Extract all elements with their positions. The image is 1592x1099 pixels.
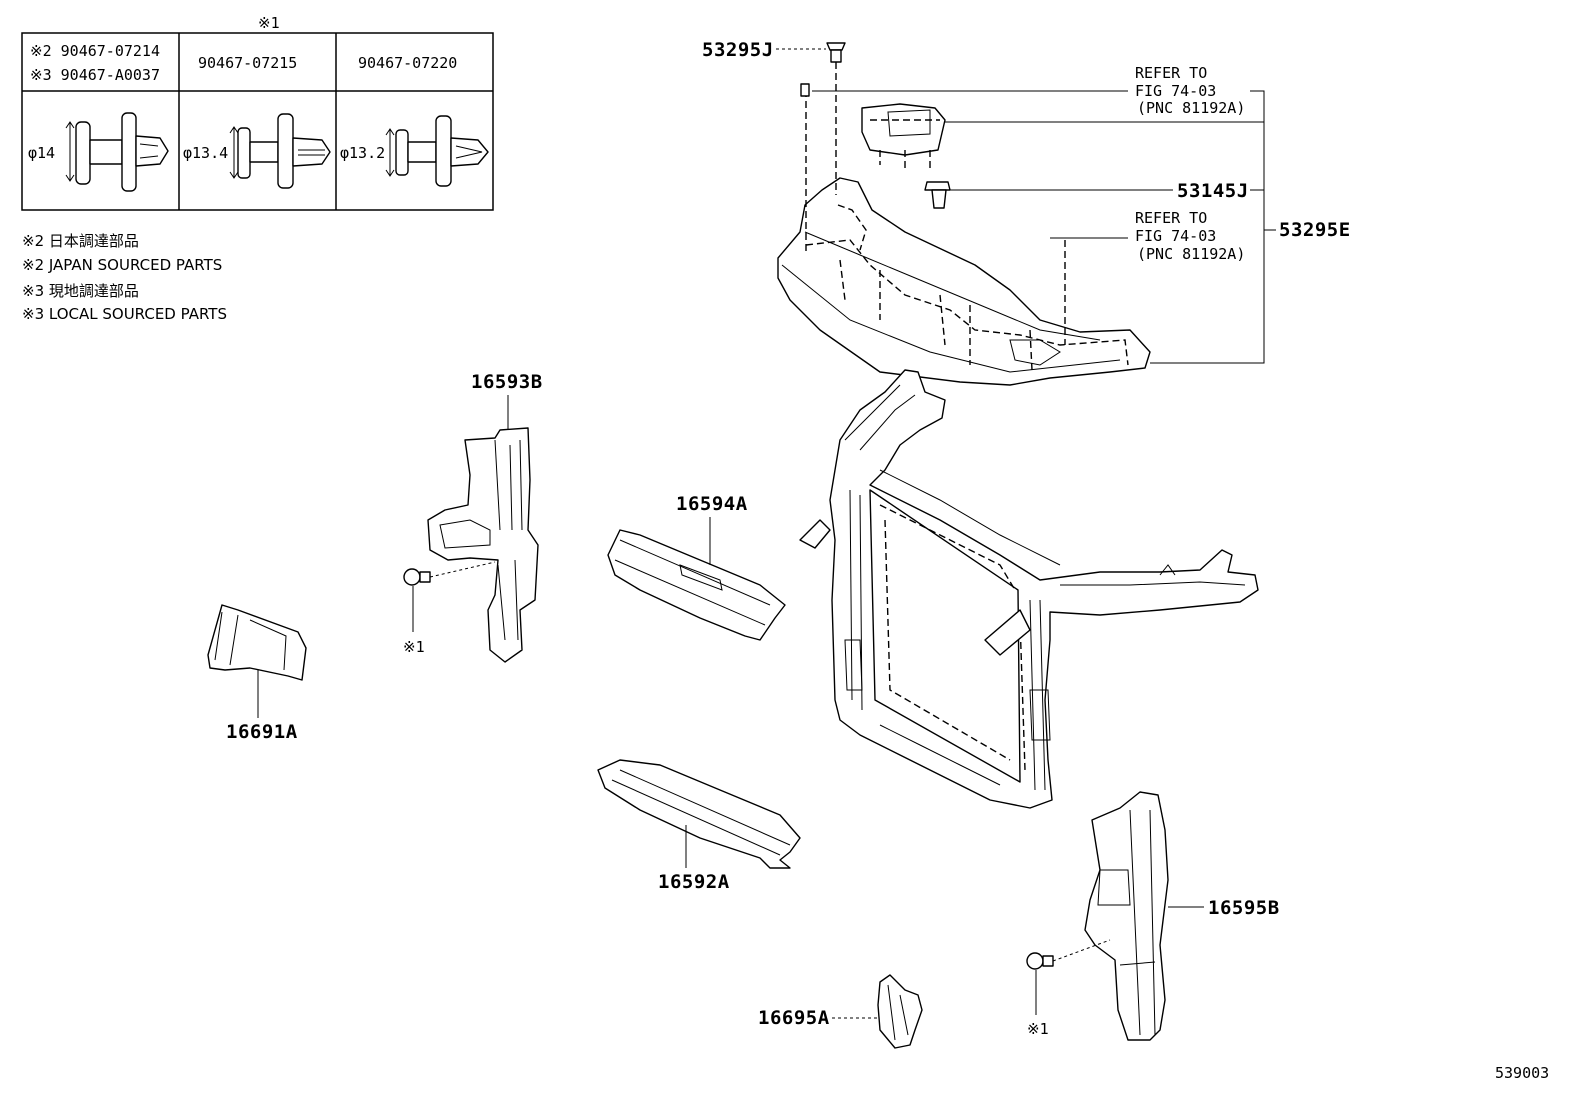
clip-illustration-3: φ13.2 bbox=[340, 115, 489, 187]
refer-2-line1: REFER TO bbox=[1135, 209, 1207, 227]
clip-illustration-1: φ14 bbox=[28, 112, 169, 192]
clip-left bbox=[403, 561, 496, 632]
note-local-en: ※3 LOCAL SOURCED PARTS bbox=[22, 305, 227, 323]
clip-53145J bbox=[924, 181, 951, 209]
part-16592A bbox=[597, 759, 801, 869]
part-16593B bbox=[427, 427, 539, 663]
part-16695A bbox=[877, 974, 923, 1049]
radiator-opening bbox=[869, 489, 1021, 783]
table-header-mark: ※1 bbox=[258, 14, 280, 32]
label-16593B: 16593B bbox=[471, 371, 543, 393]
label-53295E: 53295E bbox=[1279, 219, 1351, 241]
diameter-label-3: φ13.2 bbox=[340, 144, 385, 162]
label-16695A: 16695A bbox=[758, 1007, 830, 1029]
diameter-label-2: φ13.4 bbox=[183, 144, 228, 162]
label-53295J: 53295J bbox=[702, 39, 774, 61]
radiator-support-upper-cover bbox=[777, 177, 1151, 386]
label-53145J: 53145J bbox=[1177, 180, 1249, 202]
cover-bracket bbox=[861, 103, 946, 156]
part-16691A bbox=[207, 604, 307, 681]
clip-mark-left: ※1 bbox=[403, 638, 425, 656]
clip-part-local: ※3 90467-A0037 bbox=[30, 66, 160, 84]
table-border bbox=[21, 32, 494, 211]
note-japan-jp: ※2 日本調達部品 bbox=[22, 232, 139, 250]
note-japan-en: ※2 JAPAN SOURCED PARTS bbox=[22, 256, 222, 274]
clip-mark-right: ※1 bbox=[1027, 1020, 1049, 1038]
clip-part-japan: ※2 90467-07214 bbox=[30, 42, 160, 60]
refer-1-line2: FIG 74-03 bbox=[1135, 82, 1216, 100]
radiator-support bbox=[799, 369, 1259, 809]
part-16594A bbox=[607, 529, 786, 641]
label-16594A: 16594A bbox=[676, 493, 748, 515]
note-local-jp: ※3 現地調達部品 bbox=[22, 282, 139, 300]
sourcing-notes: ※2 日本調達部品 ※2 JAPAN SOURCED PARTS ※3 現地調達… bbox=[22, 232, 227, 323]
clip-part-07215: 90467-07215 bbox=[198, 54, 297, 72]
refer-1-line3: (PNC 81192A) bbox=[1137, 99, 1245, 117]
label-16592A: 16592A bbox=[658, 871, 730, 893]
clip-53295J bbox=[826, 42, 846, 63]
label-16595B: 16595B bbox=[1208, 897, 1280, 919]
refer-2-line3: (PNC 81192A) bbox=[1137, 245, 1245, 263]
label-16691A: 16691A bbox=[226, 721, 298, 743]
upper-cover-part bbox=[777, 62, 1151, 386]
diameter-label-1: φ14 bbox=[28, 144, 55, 162]
clip-right bbox=[1026, 939, 1111, 1015]
refer-1-line1: REFER TO bbox=[1135, 64, 1207, 82]
illustration-number: 539003 bbox=[1495, 1064, 1549, 1082]
part-16595B bbox=[1084, 791, 1169, 1041]
clip-illustration-2: φ13.4 bbox=[183, 113, 331, 189]
clip-table: ※1 ※2 90467-07214 ※3 90467-A0037 90467-0… bbox=[21, 14, 494, 211]
clip-part-07220: 90467-07220 bbox=[358, 54, 457, 72]
refer-2-line2: FIG 74-03 bbox=[1135, 227, 1216, 245]
